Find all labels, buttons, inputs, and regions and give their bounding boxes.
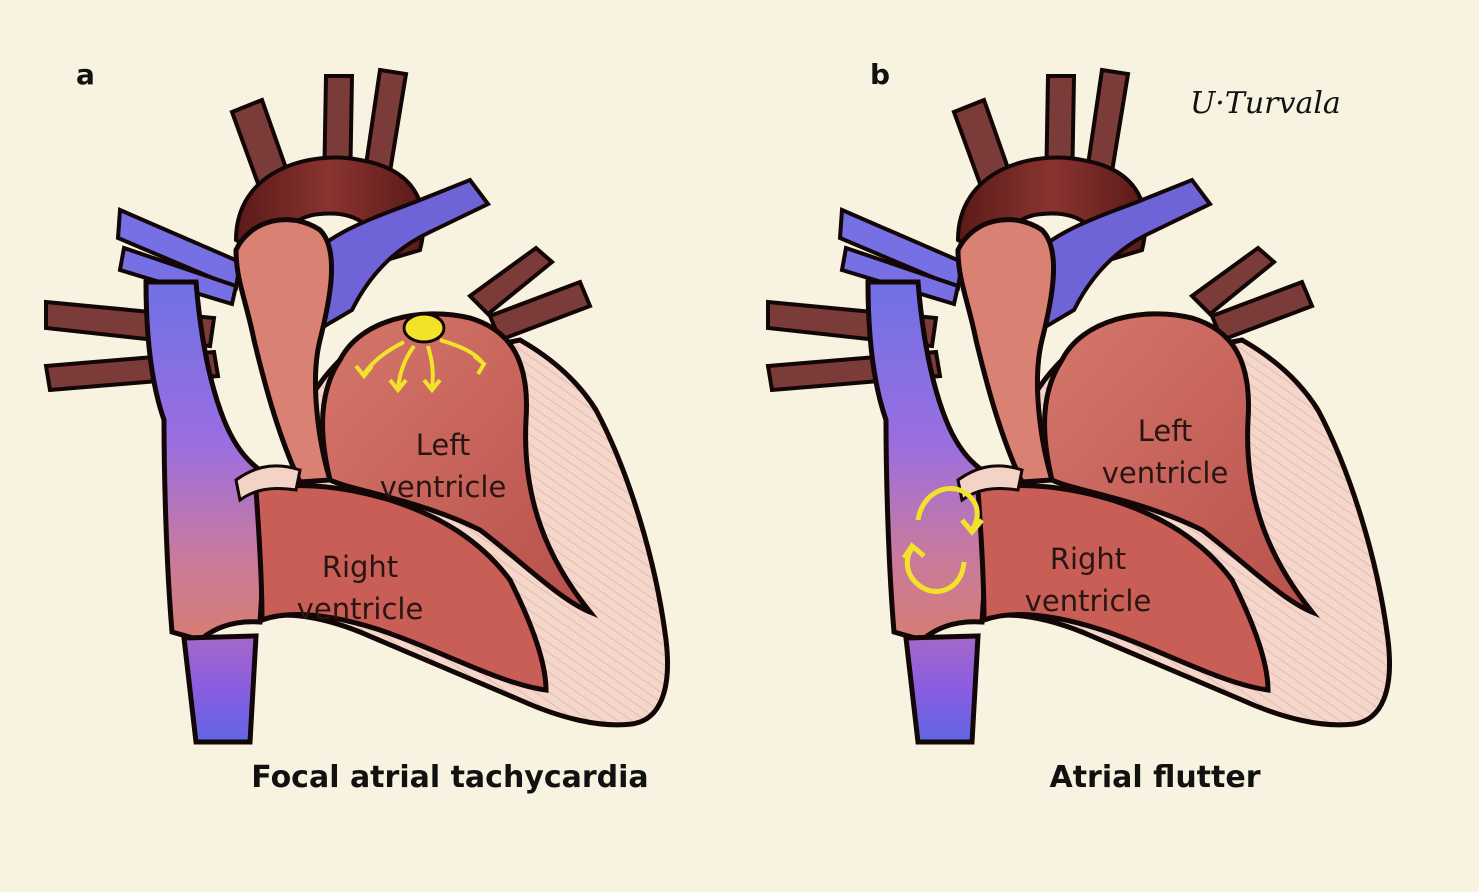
panel-b-heart — [768, 70, 1390, 742]
panel-b-right-ventricle-label: Right ventricle — [1024, 542, 1152, 618]
panel-a-right-ventricle-label: Right ventricle — [296, 550, 424, 626]
reentry-circuit-marker — [901, 486, 984, 594]
panel-a-caption: Focal atrial tachycardia — [251, 760, 649, 795]
focal-source-marker — [354, 312, 487, 394]
panel-b-caption: Atrial flutter — [1049, 760, 1261, 795]
panel-b-letter: b — [870, 58, 891, 91]
panel-a-heart — [46, 70, 668, 742]
panel-a-letter: a — [76, 58, 95, 91]
artist-signature: U·Turvala — [1190, 86, 1341, 121]
panel-a-left-ventricle-label: Left ventricle — [379, 428, 507, 504]
panel-b-left-ventricle-label: Left ventricle — [1101, 414, 1229, 490]
